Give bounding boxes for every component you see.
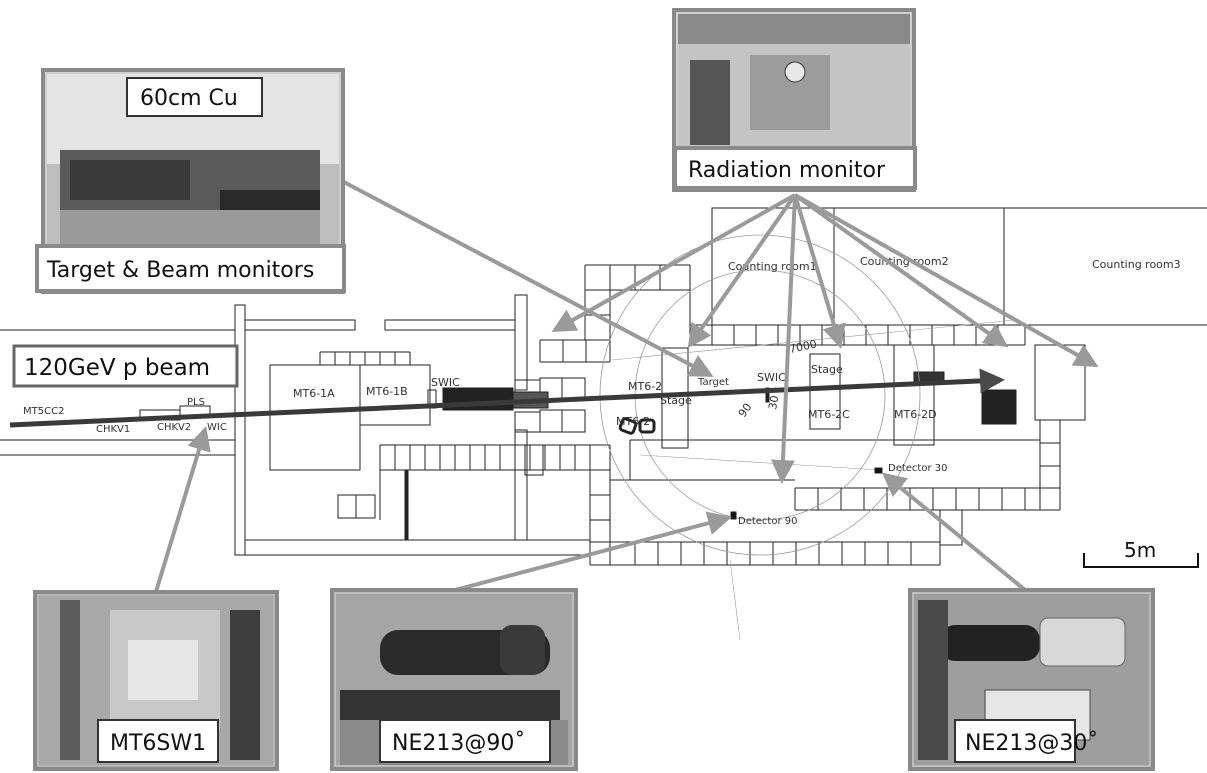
arrow-rad-6 <box>794 193 1099 367</box>
arrow-mt6sw1 <box>153 426 211 596</box>
block-small-3 <box>524 444 544 476</box>
beam-dump <box>981 389 1017 425</box>
swic-1-label: SWIC <box>431 376 460 389</box>
angle-90-label: 90 <box>736 401 755 420</box>
range-circle-outer <box>599 234 921 556</box>
mt6-2d-box <box>893 344 935 446</box>
ne90-caption: NE213@90˚ <box>392 731 525 756</box>
blocks-bottom-row <box>590 541 941 566</box>
swic-small-label: WIC <box>207 422 227 433</box>
photo-target-beam-monitors: 60cm Cu Target & Beam monitors <box>35 68 346 294</box>
inner-walls <box>609 439 1040 481</box>
bottom-wall <box>245 539 590 556</box>
detector-90-mark <box>730 511 737 520</box>
mt6-2-lower-label: MT6-2 <box>616 415 650 428</box>
magnet-icon-1 <box>618 417 638 435</box>
dist-7000-label: 7000 <box>788 337 818 356</box>
arrow-rad-5 <box>793 193 1009 348</box>
counting-room-3 <box>1003 207 1207 326</box>
block-pair <box>337 494 376 519</box>
arrow-rad-3 <box>770 194 797 484</box>
detector-30-label: Detector 30 <box>888 463 947 474</box>
wall-pillar <box>514 294 528 391</box>
swic-2-label: SWIC <box>757 371 786 384</box>
photo-ne213-90: NE213@90˚ <box>330 588 578 771</box>
arrow-ne30 <box>881 472 1027 592</box>
counting-room-3-label: Counting room3 <box>1092 258 1181 271</box>
chkv1-label: CHKV1 <box>96 424 130 435</box>
target-bottom-caption: Target & Beam monitors <box>46 258 314 283</box>
magnet-icon-2 <box>638 418 656 434</box>
block-right-lower <box>939 509 963 546</box>
mt6-2c-label: MT6-2C <box>808 408 850 421</box>
mt6-2c-stage <box>809 353 841 430</box>
mt6-2-label: MT6-2 <box>628 380 662 393</box>
photo-mt6sw1: MT6SW1 <box>33 590 279 771</box>
arrow-rad-2 <box>687 193 797 349</box>
counting-room-1-label: Counting room1 <box>728 260 817 273</box>
chkv2-label: CHKV2 <box>157 422 191 433</box>
ne30-caption: NE213@30˚ <box>965 731 1098 756</box>
wall-left <box>234 304 246 556</box>
photo-ne213-30: NE213@30˚ <box>908 588 1155 771</box>
arrow-rad-4 <box>793 194 846 349</box>
scale-bar-label: 5m <box>1124 538 1156 562</box>
target-top-caption: 60cm Cu <box>140 86 238 111</box>
blocks-column <box>589 445 611 565</box>
wall-pillar-2 <box>514 429 528 541</box>
mt6-2d-label: MT6-2D <box>894 408 937 421</box>
swic-mark-2 <box>765 387 770 403</box>
angle-30-label: 30 <box>766 394 781 410</box>
mt6-1b-label: MT6-1B <box>366 385 408 398</box>
block-row-a <box>319 351 411 365</box>
photo-radiation-monitor: Radiation monitor <box>672 8 917 192</box>
wall-thin <box>404 469 409 541</box>
arrow-target <box>339 178 714 377</box>
mt6-2-stage <box>661 347 689 449</box>
beam-label: 120GeV p beam <box>24 355 210 381</box>
scale-bar: 5m <box>1083 538 1199 568</box>
wall-block-2 <box>384 319 516 331</box>
mt5cc2-label: MT5CC2 <box>23 406 64 417</box>
stage-2-label: Stage <box>811 363 843 376</box>
callout-arrows <box>153 178 1099 596</box>
detector-30-mark <box>874 467 883 474</box>
beam-arrow <box>9 368 1005 428</box>
block-small-2 <box>514 411 541 433</box>
beam-label-box: 120GeV p beam <box>12 344 239 388</box>
radiation-caption: Radiation monitor <box>688 158 886 183</box>
detector-90-label: Detector 90 <box>738 516 797 527</box>
target-label: Target <box>697 377 729 388</box>
arrow-rad-1 <box>551 193 796 332</box>
arrow-ne90 <box>454 511 732 592</box>
guide-lines <box>611 319 1016 641</box>
block-row-b <box>379 444 610 520</box>
blocks-top-row <box>690 324 1026 346</box>
mt6sw1-caption: MT6SW1 <box>110 731 206 756</box>
mt6-1a-box <box>269 364 361 471</box>
pls-label: PLS <box>187 397 205 408</box>
mt6-1a-label: MT6-1A <box>293 387 335 400</box>
blocks-left-top <box>539 339 611 363</box>
wall-block-1 <box>244 319 356 331</box>
